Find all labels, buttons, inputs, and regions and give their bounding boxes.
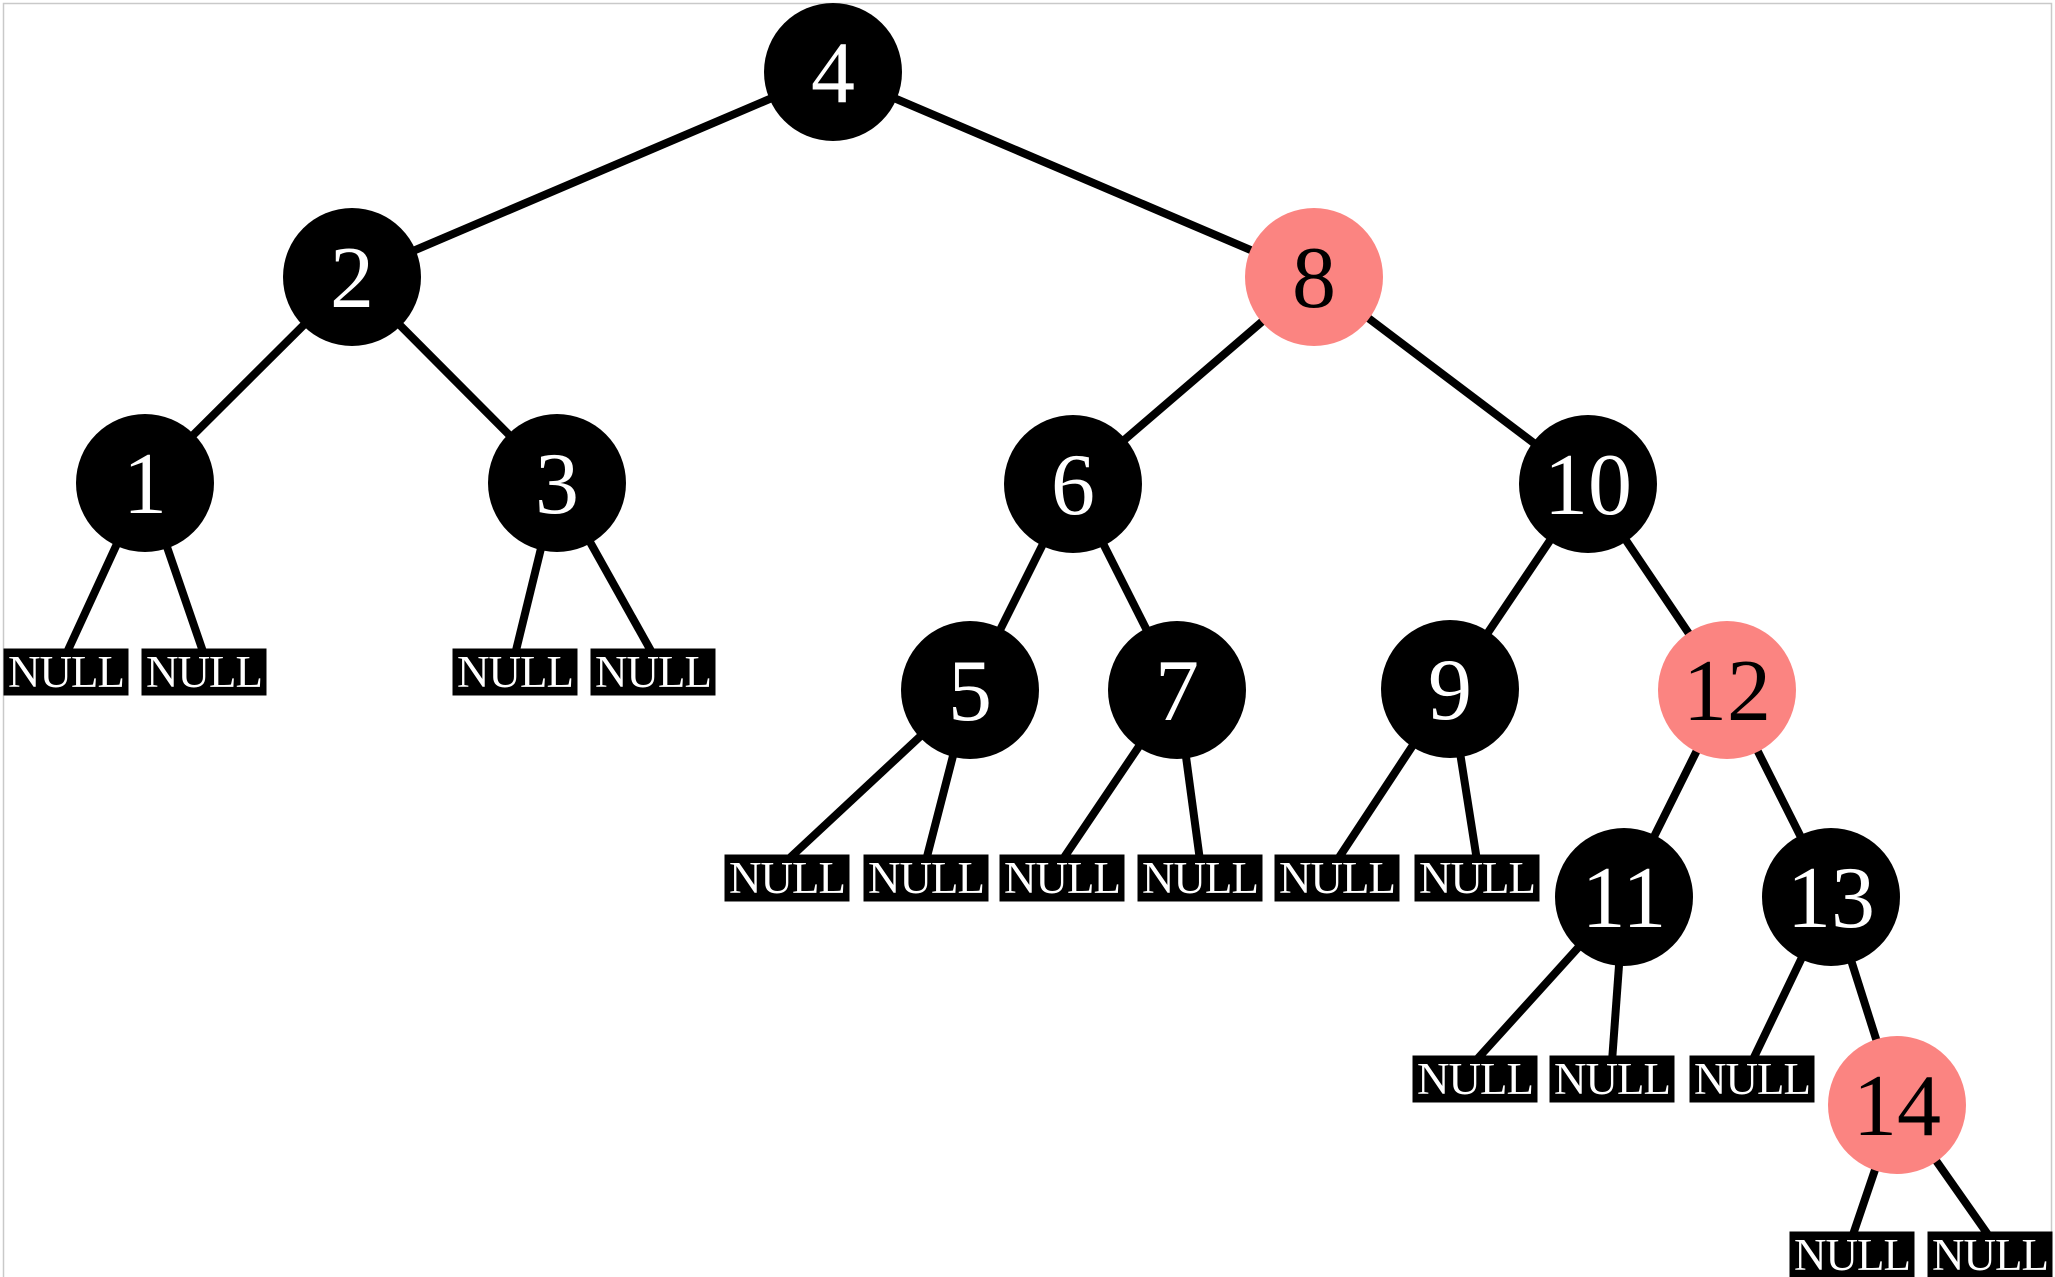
- null-label-n11: NULL: [1417, 1054, 1533, 1104]
- null-label-n12: NULL: [1554, 1054, 1670, 1104]
- tree-node-label-2: 2: [330, 230, 374, 327]
- edge-4-8: [831, 68, 1316, 281]
- null-box-n3: [452, 648, 578, 696]
- null-label-n4: NULL: [595, 647, 711, 697]
- tree-node-label-13: 13: [1787, 850, 1875, 947]
- null-box-n1: [3, 648, 129, 696]
- null-box-n11: [1412, 1055, 1538, 1103]
- tree-node-8: [1245, 208, 1383, 346]
- null-box-n5: [724, 854, 850, 902]
- null-box-n6: [863, 854, 989, 902]
- tree-node-label-9: 9: [1428, 642, 1472, 739]
- null-label-n2: NULL: [146, 647, 262, 697]
- tree-node-11: [1555, 828, 1693, 966]
- null-box-n8: [1137, 854, 1263, 902]
- tree-node-label-8: 8: [1292, 230, 1336, 327]
- null-label-n15: NULL: [1932, 1230, 2048, 1277]
- tree-node-10: [1519, 415, 1657, 553]
- tree-node-label-7: 7: [1155, 643, 1199, 740]
- tree-node-1: [76, 414, 214, 552]
- null-label-n7: NULL: [1004, 853, 1120, 903]
- null-label-n8: NULL: [1142, 853, 1258, 903]
- null-label-n6: NULL: [868, 853, 984, 903]
- null-label-n14: NULL: [1794, 1230, 1910, 1277]
- tree-node-label-10: 10: [1544, 437, 1632, 534]
- tree-node-label-11: 11: [1582, 850, 1667, 947]
- edge-4-2: [350, 68, 835, 281]
- null-box-n9: [1274, 854, 1400, 902]
- tree-node-2: [283, 208, 421, 346]
- null-box-n4: [590, 648, 716, 696]
- tree-node-3: [488, 414, 626, 552]
- null-label-n10: NULL: [1419, 853, 1535, 903]
- null-box-n10: [1414, 854, 1540, 902]
- tree-node-13: [1762, 828, 1900, 966]
- tree-node-label-5: 5: [948, 643, 992, 740]
- tree-node-12: [1658, 621, 1796, 759]
- tree-node-label-6: 6: [1051, 437, 1095, 534]
- null-label-n1: NULL: [8, 647, 124, 697]
- null-label-n5: NULL: [729, 853, 845, 903]
- null-box-n7: [999, 854, 1125, 902]
- null-label-n13: NULL: [1694, 1054, 1810, 1104]
- tree-node-6: [1004, 415, 1142, 553]
- tree-node-label-4: 4: [811, 25, 855, 122]
- null-box-n2: [141, 648, 267, 696]
- null-box-n14: [1789, 1231, 1915, 1277]
- tree-node-label-12: 12: [1683, 643, 1771, 740]
- null-box-n15: [1927, 1231, 2053, 1277]
- tree-node-9: [1381, 620, 1519, 758]
- tree-node-14: [1828, 1036, 1966, 1174]
- tree-node-4: [764, 3, 902, 141]
- tree-node-label-14: 14: [1853, 1058, 1941, 1155]
- tree-node-label-1: 1: [123, 436, 167, 533]
- null-layer: NULL NULL NULL NULL NULL NULL NULL NULL NULL NULL…: [3, 647, 2053, 1277]
- null-box-n13: [1689, 1055, 1815, 1103]
- tree-node-7: [1108, 621, 1246, 759]
- tree-node-label-3: 3: [535, 436, 579, 533]
- null-label-n3: NULL: [457, 647, 573, 697]
- null-box-n12: [1549, 1055, 1675, 1103]
- null-label-n9: NULL: [1279, 853, 1395, 903]
- tree-node-5: [901, 621, 1039, 759]
